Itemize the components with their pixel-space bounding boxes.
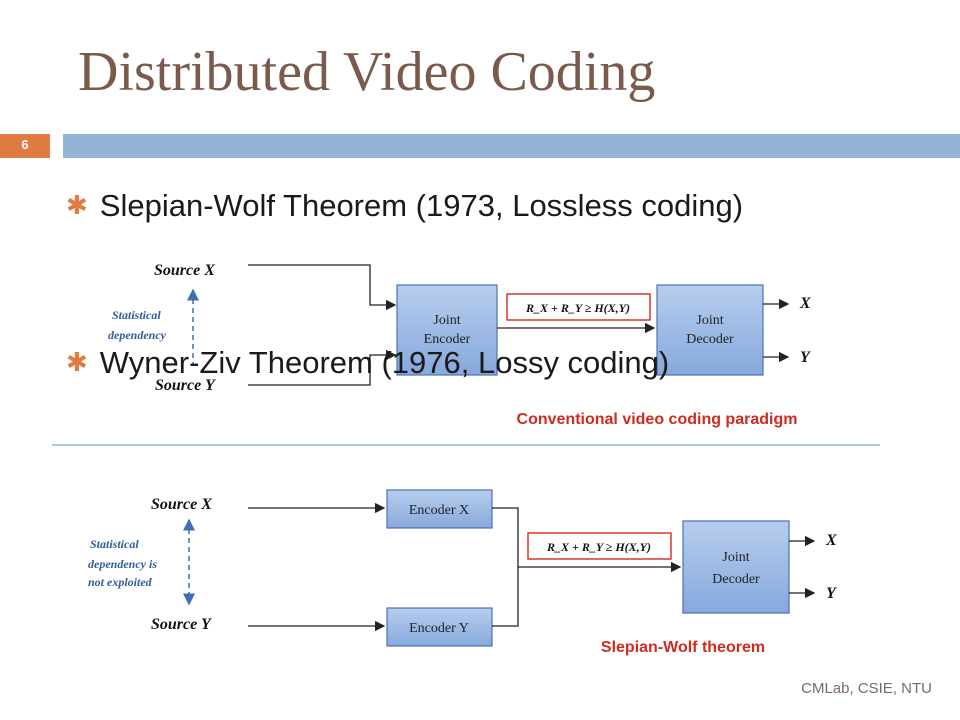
encoder-x-box: [386, 489, 493, 529]
top-diagram: Source X Source Y Statistical dependency…: [108, 262, 811, 428]
bottom-source-x-label: Source X: [151, 496, 212, 513]
bullet-star-icon: ✱: [66, 347, 88, 377]
bottom-output-y-label: Y: [826, 585, 837, 602]
bottom-joint-decoder-label-2: Decoder: [712, 572, 760, 587]
page-number-bar: 6: [0, 134, 960, 158]
bottom-dependency-label-3: not exploited: [88, 575, 153, 589]
header-strip: [63, 134, 960, 158]
bottom-diagram: Source X Source Y Statistical dependency…: [88, 489, 837, 656]
encoder-y-out-wire: [492, 567, 519, 627]
encoder-y-label: Encoder Y: [409, 621, 469, 636]
top-dependency-label-2: dependency: [108, 328, 167, 342]
bullet-star-icon: ✱: [66, 190, 88, 220]
bullet-text-2: Wyner-Ziv Theorem (1976, Lossy coding): [99, 345, 670, 380]
top-rate-formula: R_X + R_Y ≥ H(X,Y): [525, 301, 630, 315]
bottom-joint-decoder-label-1: Joint: [722, 550, 749, 565]
top-source-y-label: Source Y: [155, 377, 216, 394]
bottom-source-y-label: Source Y: [151, 616, 212, 633]
top-joint-decoder-label-2: Decoder: [686, 332, 734, 347]
joint-encoder-label-1: Joint: [433, 313, 460, 328]
top-rate-formula-box: [506, 293, 651, 321]
top-source-x-label: Source X: [154, 262, 215, 279]
page-number-box: [0, 134, 50, 158]
bullet-slepian-wolf: ✱ Slepian-Wolf Theorem (1973, Lossless co…: [66, 188, 743, 224]
bullet-wyner-ziv: ✱ Wyner-Ziv Theorem (1976, Lossy coding): [66, 345, 669, 381]
top-joint-decoder-label-1: Joint: [696, 313, 723, 328]
bottom-rate-formula-box: [527, 532, 672, 560]
bottom-output-x-label: X: [825, 532, 837, 549]
slide-title: Distributed Video Coding: [78, 41, 656, 103]
encoder-x-out-wire: [492, 507, 519, 567]
top-source-x-wire: [248, 264, 397, 311]
encoder-y-box: [386, 607, 493, 647]
bottom-joint-decoder-box: [682, 520, 790, 614]
bottom-dependency-label-1: Statistical: [90, 537, 139, 551]
bottom-rate-formula: R_X + R_Y ≥ H(X,Y): [546, 540, 651, 554]
bottom-caption: Slepian-Wolf theorem: [601, 639, 765, 656]
joint-encoder-box: [396, 284, 498, 376]
encoder-x-label: Encoder X: [409, 503, 469, 518]
page-number: 6: [21, 137, 29, 152]
top-source-y-wire: [248, 349, 397, 386]
top-joint-decoder-box: [656, 284, 764, 376]
joint-encoder-label-2: Encoder: [424, 332, 471, 347]
top-output-x-label: X: [799, 295, 811, 312]
top-dependency-label-1: Statistical: [112, 308, 161, 322]
top-caption: Conventional video coding paradigm: [517, 411, 798, 428]
top-output-y-label: Y: [800, 349, 811, 366]
bottom-dependency-label-2: dependency is: [88, 557, 157, 571]
footer-credit: CMLab, CSIE, NTU: [801, 680, 932, 697]
bullet-text-1: Slepian-Wolf Theorem (1973, Lossless cod…: [99, 188, 744, 223]
